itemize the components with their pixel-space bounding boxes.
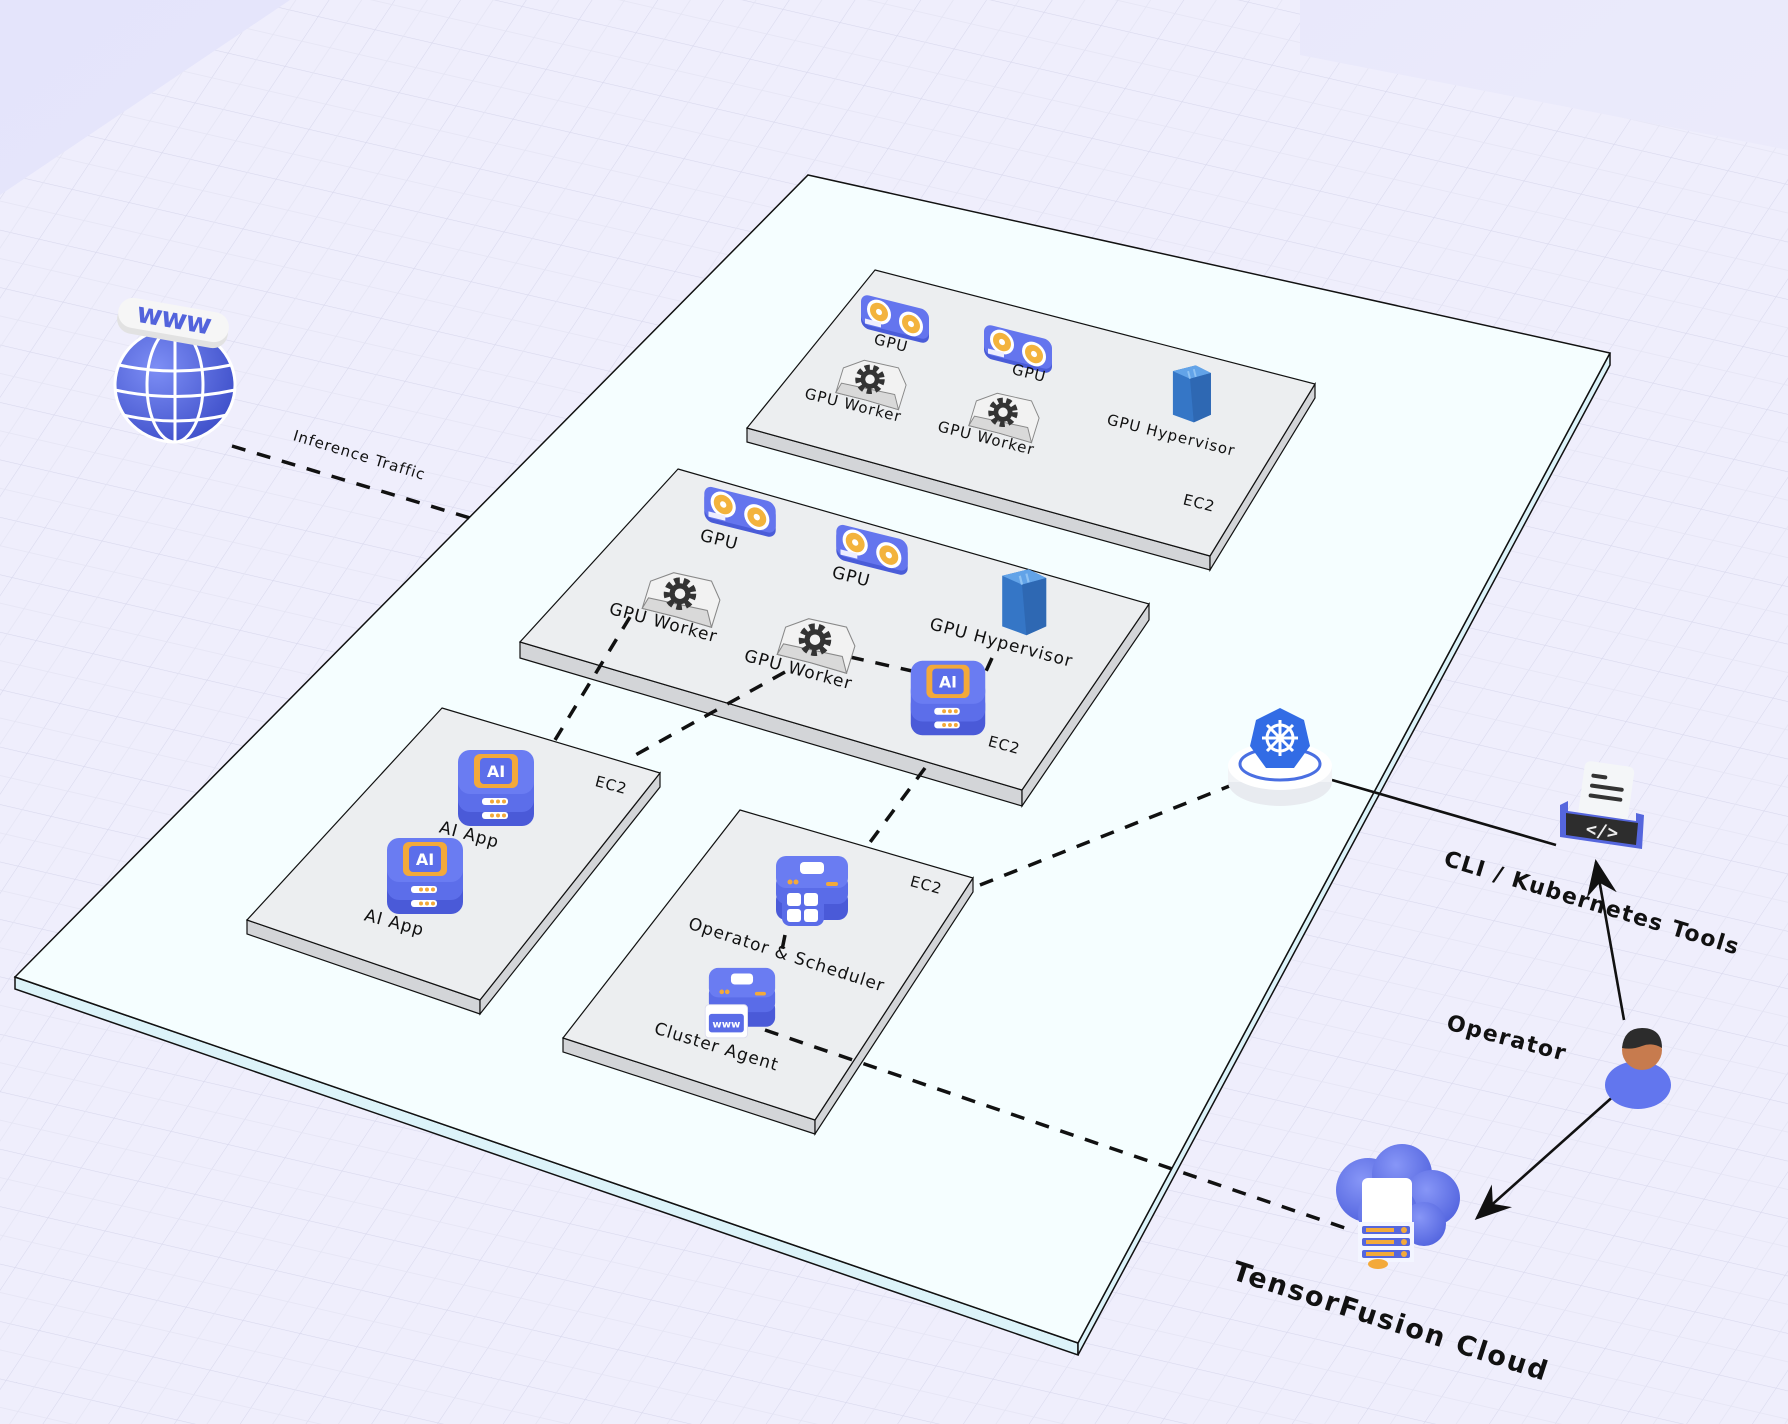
- edge-worker-aiapp: [849, 655, 931, 677]
- cluster-agent-icon[interactable]: www: [704, 967, 776, 1039]
- user-icon[interactable]: [1605, 1028, 1671, 1109]
- edge-kubernetes-cli: [1331, 778, 1557, 847]
- ai-chip-icon[interactable]: [910, 660, 986, 736]
- operator-server-icon[interactable]: [776, 856, 848, 926]
- edge-operator-agent: [780, 934, 787, 951]
- edge-operator-cli: [1586, 859, 1626, 1021]
- svg-text:</>: </>: [1584, 819, 1619, 844]
- connections: [231, 444, 1626, 1230]
- edge-control-kubernetes: [979, 783, 1233, 887]
- edge-hypervisor-aiapp: [980, 657, 994, 681]
- www-globe-icon[interactable]: www: [113, 293, 237, 444]
- hypervisor-cube-icon[interactable]: [1001, 568, 1048, 637]
- svg-text:www: www: [712, 1020, 740, 1031]
- ai-chip-icon[interactable]: [458, 750, 534, 826]
- hypervisor-cube-icon[interactable]: [1171, 364, 1212, 424]
- kubernetes-icon[interactable]: [1228, 708, 1332, 806]
- ec2-node-control[interactable]: [562, 809, 974, 1137]
- code-terminal-icon[interactable]: </>: [1560, 760, 1644, 849]
- ai-chip-icon[interactable]: [387, 838, 463, 914]
- cloud-server-icon[interactable]: [1336, 1144, 1460, 1269]
- edge-app-worker-2: [629, 670, 786, 760]
- edge-gpunode-control: [866, 766, 927, 847]
- edge-operator-cloud: [1474, 1092, 1618, 1221]
